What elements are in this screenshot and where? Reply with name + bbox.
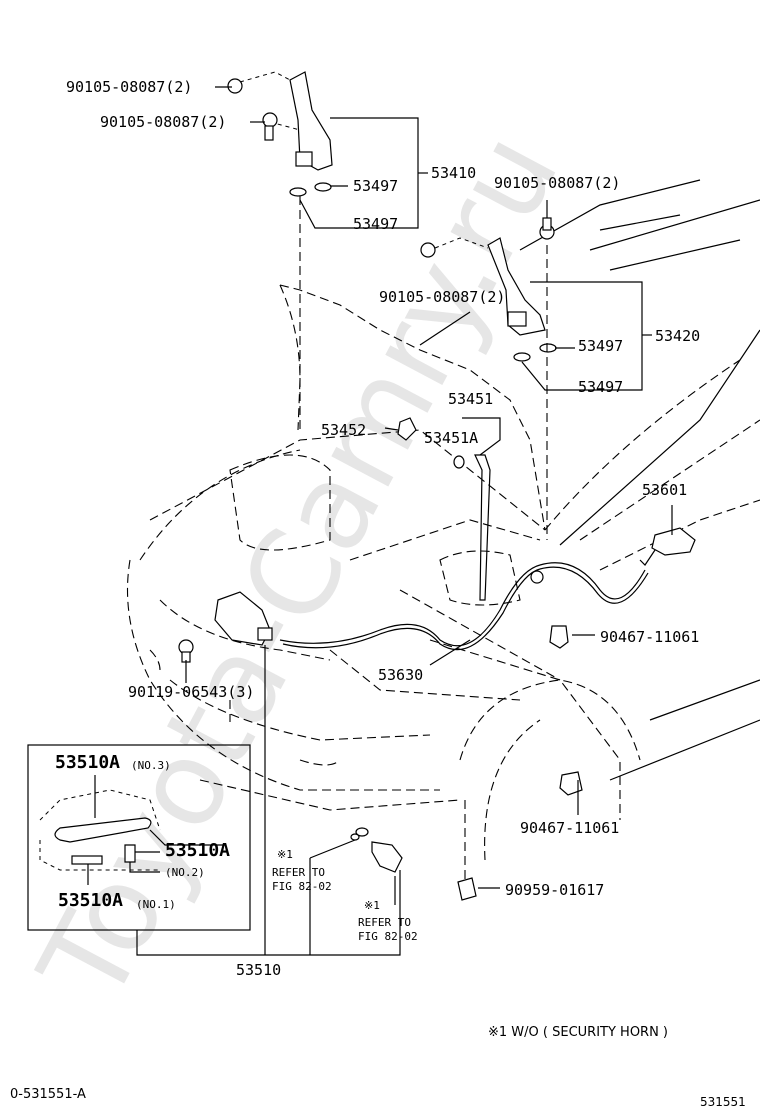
label-inset-no3-tag: (NO.3) [131, 759, 171, 772]
label-inset-no3: 53510A [55, 752, 120, 773]
hood-switch [350, 827, 403, 873]
leader-lines [136, 86, 673, 956]
label-cable: 53630 [378, 666, 423, 684]
hood-support-rod [397, 417, 491, 601]
label-clip-upper: 90467-11061 [600, 628, 699, 646]
label-bolt-right-1: 90105-08087(2) [494, 174, 620, 192]
label-hinge-right: 53420 [655, 327, 700, 345]
label-washer-l2: 53497 [353, 215, 398, 233]
release-lever [639, 527, 696, 566]
part-labels: 90105-08087(2) 90105-08087(2) 53497 5349… [55, 78, 700, 979]
figure-number: 531551 [700, 1095, 746, 1109]
footnote: ※1 W/O ( SECURITY HORN ) [488, 1025, 668, 1040]
label-bolt-top-1: 90105-08087(2) [66, 78, 192, 96]
label-clamp: 90959-01617 [505, 881, 604, 899]
label-inset-a: 53510A [165, 840, 230, 861]
label-rod-holder: 53452 [321, 421, 366, 439]
label-lever: 53601 [642, 481, 687, 499]
ref2-mark: ※1 [364, 899, 380, 912]
ref2-line2: FIG 82-02 [358, 930, 418, 943]
label-lock-bolt: 90119-06543(3) [128, 683, 254, 701]
label-clip-lower: 90467-11061 [520, 819, 619, 837]
label-bolt-right-2: 90105-08087(2) [379, 288, 505, 306]
hood-lock-assembly [178, 591, 273, 663]
label-lock-assy: 53510 [236, 961, 281, 979]
hood-hinge-right [420, 217, 557, 540]
release-cable [279, 562, 649, 651]
hood-hinge-left [239, 71, 333, 430]
ref2-line1: REFER TO [358, 916, 411, 929]
label-inset-no1: 53510A [58, 890, 123, 911]
label-washer-r1: 53497 [578, 337, 623, 355]
ref1-mark: ※1 [277, 848, 293, 861]
label-bolt-top-2: 90105-08087(2) [100, 113, 226, 131]
label-inset-no1-tag: (NO.1) [136, 898, 176, 911]
cable-clamp [457, 877, 477, 901]
label-support-rod-a: 53451A [424, 429, 478, 447]
spring-inset [27, 744, 251, 931]
label-washer-r2: 53497 [578, 378, 623, 396]
label-washer-l1: 53497 [353, 177, 398, 195]
label-support-rod: 53451 [448, 390, 493, 408]
cable-clip-upper [549, 625, 569, 649]
ref1-line1: REFER TO [272, 866, 325, 879]
figure-code: 0-531551-A [10, 1087, 86, 1102]
ref1-line2: FIG 82-02 [272, 880, 332, 893]
cable-clip-lower [559, 771, 583, 796]
bolt-icon [227, 78, 278, 141]
label-hinge-left: 53410 [431, 164, 476, 182]
label-inset-no2-tag: (NO.2) [165, 866, 205, 879]
